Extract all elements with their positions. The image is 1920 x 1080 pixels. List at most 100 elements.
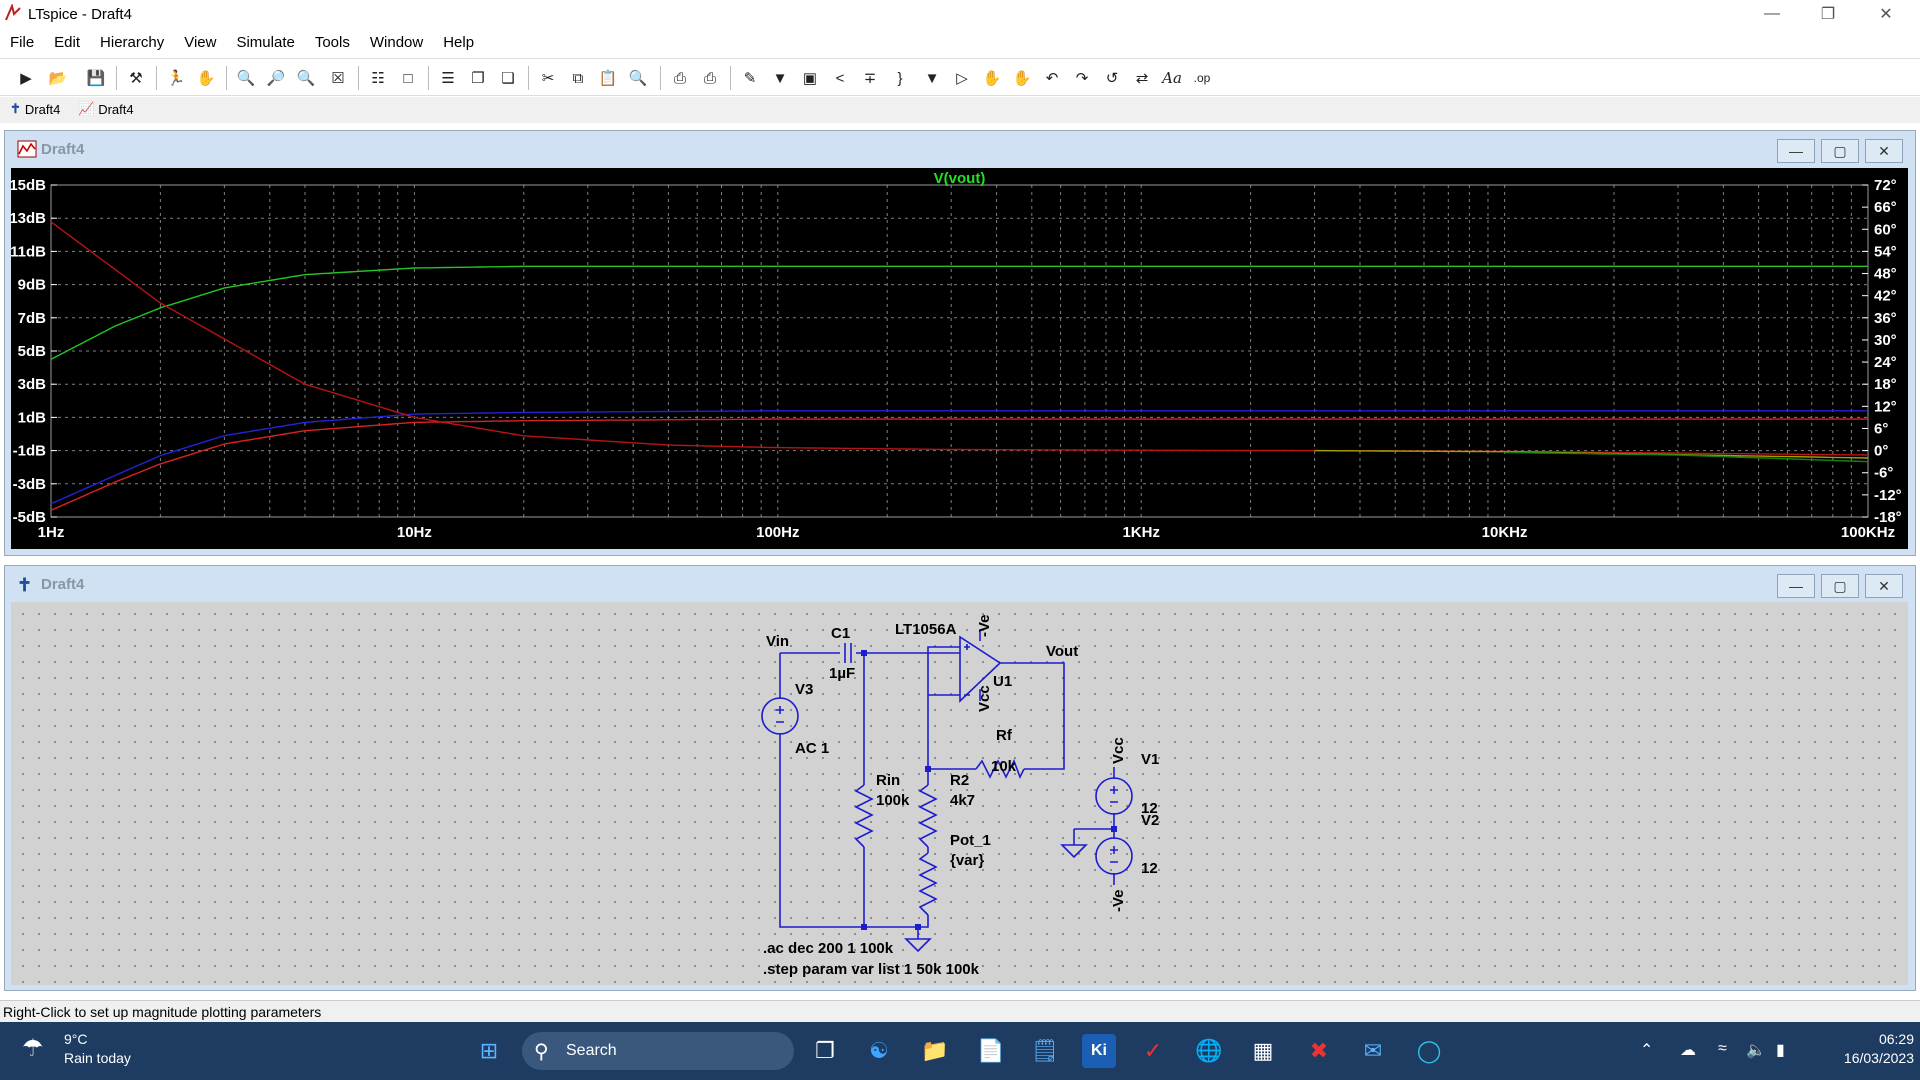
wire-rf-right[interactable] (1000, 662, 1065, 770)
redo-icon[interactable]: ↷ (1075, 70, 1089, 87)
close-button[interactable]: ✕ (1879, 6, 1893, 23)
task-view-icon[interactable]: ❐ (815, 1038, 835, 1063)
menu-tools[interactable]: Tools (314, 34, 350, 51)
weather-temp[interactable]: 9°C (64, 1031, 88, 1047)
label-icon[interactable]: ▣ (802, 70, 818, 87)
ground-icon[interactable]: ▼ (772, 69, 788, 87)
globe-app-icon[interactable]: 🌐 (1195, 1038, 1223, 1063)
edge-icon[interactable]: ◯ (1416, 1038, 1442, 1063)
drag-icon[interactable]: ✋ (1012, 70, 1032, 87)
save-icon[interactable]: 💾 (86, 70, 106, 87)
waveform-minimize-button[interactable]: — (1777, 139, 1815, 163)
restore-button[interactable]: ❐ (1820, 6, 1836, 23)
bode-plot-svg[interactable]: 15dB13dB11dB9dB7dB5dB3dB1dB-1dB-3dB-5dB7… (11, 168, 1908, 549)
schematic-minimize-button[interactable]: — (1777, 574, 1815, 598)
windows-start-icon[interactable]: ⊞ (479, 1038, 499, 1063)
wifi-icon[interactable]: ≈ (1718, 1040, 1727, 1057)
ltspice-icon[interactable]: ✓ (1143, 1038, 1163, 1063)
xilinx-icon[interactable]: ✖ (1309, 1038, 1329, 1063)
print-setup-icon[interactable]: ⎙ (703, 69, 716, 87)
weather-icon[interactable]: ☂ (22, 1035, 44, 1062)
wire-icon[interactable]: ✎ (743, 70, 757, 87)
edge-legacy-icon[interactable]: ☯ (869, 1038, 889, 1063)
schematic-close-button[interactable]: ✕ (1865, 574, 1903, 598)
spice-directive-step[interactable]: .step param var list 1 50k 100k (763, 961, 980, 978)
zoom-in-icon[interactable]: 🔍 (236, 70, 256, 87)
capacitor-icon[interactable]: ∓ (863, 70, 877, 87)
volume-icon[interactable]: 🔈 (1746, 1042, 1766, 1059)
kicad-icon[interactable]: Ki (1082, 1034, 1116, 1068)
voltage-source-v3[interactable] (761, 697, 799, 735)
move-icon[interactable]: ✋ (982, 70, 1002, 87)
menu-edit[interactable]: Edit (54, 34, 81, 51)
close-windows-icon[interactable]: ❏ (501, 70, 515, 87)
clock-date[interactable]: 16/03/2023 (1843, 1050, 1914, 1066)
autorange-icon[interactable]: ☷ (371, 70, 385, 87)
waveform-maximize-button[interactable]: ▢ (1821, 139, 1859, 163)
resistor-rin[interactable] (854, 784, 874, 848)
voltage-source-v2[interactable] (1095, 837, 1133, 875)
new-schematic-icon[interactable]: ▶ (20, 70, 32, 87)
spice-directive-icon[interactable]: .op (1193, 71, 1211, 85)
clock-time[interactable]: 06:29 (1878, 1031, 1914, 1047)
resistor-icon[interactable]: < (835, 69, 845, 87)
minimize-button[interactable]: — (1764, 5, 1780, 22)
rotate-icon[interactable]: ↺ (1105, 70, 1119, 87)
zoom-out-icon[interactable]: 🔍 (296, 70, 316, 87)
weather-description[interactable]: Rain today (64, 1050, 131, 1066)
circuit-svg[interactable]: Vin C1 1µF LT1056A -Ve Vcc U1 Vout V3 AC… (11, 602, 1908, 985)
series-trace-3[interactable] (50, 221, 1869, 456)
show-hidden-icons-icon[interactable]: ⌃ (1640, 1042, 1654, 1059)
series-trace-5[interactable] (1504, 451, 1869, 463)
copy-icon[interactable]: ⧉ (572, 69, 584, 87)
resistor-rf[interactable] (975, 759, 1025, 779)
resistor-pot-1[interactable] (918, 852, 938, 916)
tab-schematic[interactable]: ✝ Draft4 (10, 101, 61, 117)
resistor-r2[interactable] (918, 784, 938, 848)
paste-icon[interactable]: 📋 (598, 70, 618, 87)
text-icon[interactable]: Aa (1162, 69, 1182, 87)
run-icon[interactable]: 🏃 (166, 70, 186, 87)
taskbar-search[interactable]: ⚲ Search (522, 1032, 794, 1070)
zoom-area-icon[interactable]: 🔎 (266, 70, 286, 87)
series-trace-4[interactable] (1314, 449, 1869, 459)
halt-icon[interactable]: ✋ (196, 70, 216, 87)
tab-waveform[interactable]: 📈 Draft4 (78, 101, 134, 117)
undo-icon[interactable]: ↶ (1045, 70, 1059, 87)
schematic-canvas[interactable]: Vin C1 1µF LT1056A -Ve Vcc U1 Vout V3 AC… (11, 602, 1908, 985)
menu-simulate[interactable]: Simulate (236, 34, 295, 51)
menu-view[interactable]: View (184, 34, 217, 51)
mail-icon[interactable]: ✉ (1363, 1038, 1383, 1063)
onedrive-icon[interactable]: ☁ (1680, 1042, 1696, 1059)
capacitor-c1[interactable] (844, 643, 852, 663)
control-panel-icon[interactable]: ⚒ (129, 70, 143, 87)
waveform-close-button[interactable]: ✕ (1865, 139, 1903, 163)
trace-label-vout[interactable]: V(vout) (934, 170, 986, 187)
autoscale-icon[interactable]: □ (403, 69, 413, 87)
find-icon[interactable]: 🔍 (628, 70, 648, 87)
cut-icon[interactable]: ✂ (541, 70, 555, 87)
menu-file[interactable]: File (10, 34, 35, 51)
wire-v3-bottom[interactable] (779, 733, 918, 928)
mirror-icon[interactable]: ⇄ (1135, 70, 1149, 87)
menu-window[interactable]: Window (369, 34, 424, 51)
menu-help[interactable]: Help (443, 34, 475, 51)
wire-pot-gnd[interactable] (918, 915, 929, 928)
wire-inverting-in[interactable] (927, 646, 960, 695)
print-icon[interactable]: ⎙ (673, 69, 686, 87)
series-trace-1[interactable] (50, 410, 1868, 505)
menu-hierarchy[interactable]: Hierarchy (100, 34, 165, 51)
notepad-icon[interactable]: 📄 (977, 1038, 1005, 1063)
cascade-icon[interactable]: ❐ (471, 70, 485, 87)
series-trace-0[interactable] (50, 265, 1868, 360)
schematic-maximize-button[interactable]: ▢ (1821, 574, 1859, 598)
voltage-source-v1[interactable] (1095, 777, 1133, 815)
zoom-fit-icon[interactable]: ☒ (331, 70, 345, 87)
calculator-icon[interactable]: ▦ (1252, 1038, 1274, 1063)
inductor-icon[interactable]: } (897, 69, 903, 87)
open-icon[interactable]: 📂 (48, 70, 68, 87)
opamp-u1[interactable] (959, 635, 1002, 703)
battery-icon[interactable]: ▮ (1776, 1042, 1785, 1059)
diode-icon[interactable]: ▼ (924, 69, 940, 87)
